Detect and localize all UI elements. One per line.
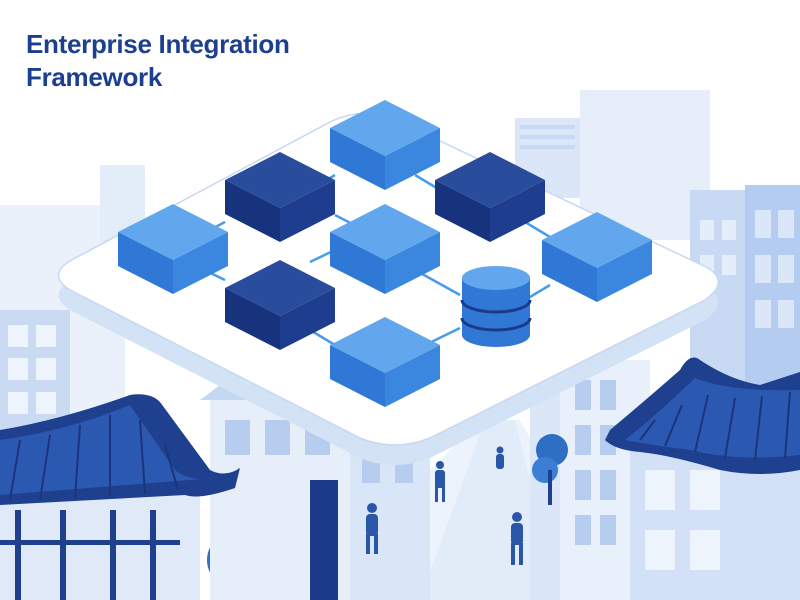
node-center [330,204,440,294]
node-upper-right [435,152,545,242]
node-lower-left [225,260,335,350]
node-left [118,204,228,294]
database-icon [460,266,532,347]
node-upper-left [225,152,335,242]
right-hanok-roof [605,357,800,474]
title-line-1: Enterprise Integration [26,29,290,59]
right-buildings [530,340,800,600]
left-hanok-roof [0,394,240,600]
node-top [330,100,440,190]
node-bottom [330,317,440,407]
page-title: Enterprise Integration Framework [26,28,290,94]
node-right [542,212,652,302]
title-line-2: Framework [26,62,163,92]
people [366,446,523,565]
